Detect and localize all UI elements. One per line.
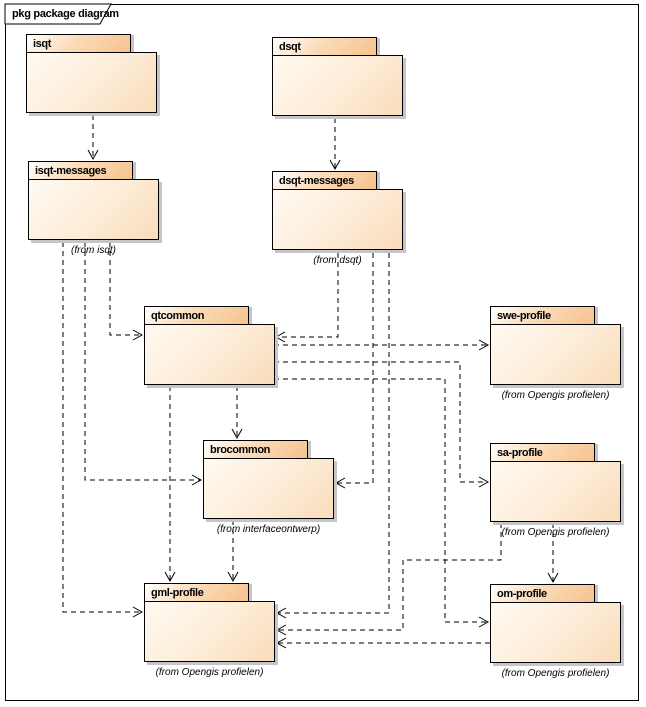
package-isqt-messages[interactable]: isqt-messages (from isqt) <box>28 161 188 256</box>
package-name: isqt <box>33 38 51 50</box>
diagram-frame <box>5 4 639 701</box>
package-tab: qtcommon <box>144 306 249 325</box>
package-isqt[interactable]: isqt <box>26 34 186 113</box>
package-name: isqt-messages <box>35 165 107 177</box>
package-name: sa-profile <box>497 447 543 459</box>
package-from-label: (from interfaceontwerp) <box>216 524 321 535</box>
package-body <box>144 324 275 385</box>
dependency-dsqt-messages-to-qtcommon <box>274 253 339 343</box>
package-name: dsqt <box>279 41 301 53</box>
dependency-sa-profile-to-gml-profile <box>275 523 502 636</box>
package-dsqt[interactable]: dsqt <box>272 37 432 116</box>
package-tab: dsqt <box>272 37 377 56</box>
package-tab: swe-profile <box>490 306 595 325</box>
package-name: gml-profile <box>151 587 204 599</box>
package-tab: isqt-messages <box>28 161 133 180</box>
package-from-label: (from dsqt) <box>313 255 362 266</box>
package-dsqt-messages[interactable]: dsqt-messages (from dsqt) <box>272 171 432 266</box>
dependency-isqt-messages-to-brocommon <box>84 242 203 486</box>
package-from-label: (from Opengis profielen) <box>501 668 610 679</box>
package-name: dsqt-messages <box>279 175 354 187</box>
frame-title-pentagon <box>4 3 112 25</box>
package-from-label: (from isqt) <box>71 245 116 256</box>
dependency-dsqt-messages-to-gml-profile <box>275 253 390 619</box>
dependency-isqt-messages-to-qtcommon <box>109 242 144 341</box>
package-body <box>490 602 621 663</box>
package-body <box>272 55 403 116</box>
package-gml-profile[interactable]: gml-profile (from Opengis profielen) <box>144 583 304 678</box>
package-name: brocommon <box>210 444 270 456</box>
package-tab: gml-profile <box>144 583 249 602</box>
package-name: qtcommon <box>151 310 205 322</box>
package-body <box>203 458 334 519</box>
package-swe-profile[interactable]: swe-profile (from Opengis profielen) <box>490 306 646 401</box>
package-tab: om-profile <box>490 584 595 603</box>
package-name: swe-profile <box>497 310 551 322</box>
dependency-qtcommon-to-sa-profile <box>274 361 490 488</box>
package-brocommon[interactable]: brocommon (from interfaceontwerp) <box>203 440 363 535</box>
package-from-label: (from Opengis profielen) <box>501 390 610 401</box>
package-body <box>272 189 403 250</box>
diagram-title: pkg package diagram <box>12 8 119 20</box>
package-body <box>144 601 275 662</box>
dependency-qtcommon-to-om-profile <box>274 378 490 628</box>
package-tab: isqt <box>26 34 131 53</box>
dependency-isqt-messages-to-gml-profile <box>62 242 144 618</box>
package-name: om-profile <box>497 588 547 600</box>
package-body <box>26 52 157 113</box>
package-qtcommon[interactable]: qtcommon <box>144 306 304 385</box>
package-sa-profile[interactable]: sa-profile (from Opengis profielen) <box>490 443 646 538</box>
package-tab: sa-profile <box>490 443 595 462</box>
package-tab: dsqt-messages <box>272 171 377 190</box>
package-body <box>490 324 621 385</box>
package-body <box>28 179 159 240</box>
dependency-dsqt-messages-to-brocommon <box>334 253 374 489</box>
package-om-profile[interactable]: om-profile (from Opengis profielen) <box>490 584 646 679</box>
package-from-label: (from Opengis profielen) <box>501 527 610 538</box>
package-from-label: (from Opengis profielen) <box>155 667 264 678</box>
package-tab: brocommon <box>203 440 308 459</box>
package-body <box>490 461 621 522</box>
